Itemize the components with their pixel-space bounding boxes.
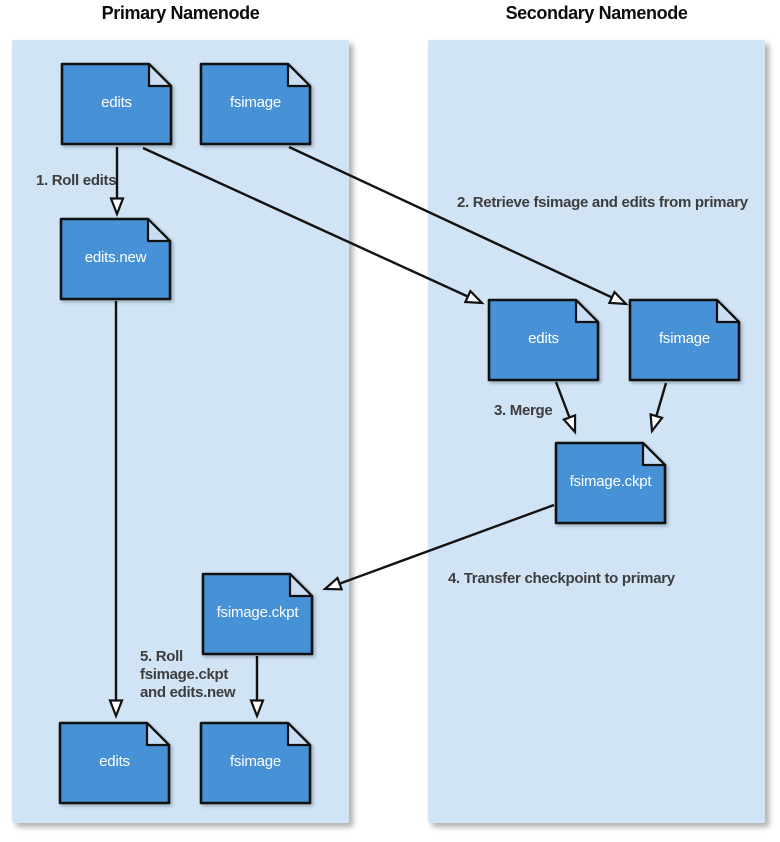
document-secondary-fsimage: fsimage <box>628 298 741 382</box>
document-label: fsimage <box>229 93 282 111</box>
document-primary-fsimage-ckpt: fsimage.ckpt <box>201 572 314 656</box>
document-label: fsimage <box>229 752 282 770</box>
document-icon <box>628 298 741 382</box>
document-icon <box>199 62 312 146</box>
step-label-retrieve: 2. Retrieve fsimage and edits from prima… <box>457 194 748 211</box>
step-label-roll-ckpt: 5. Roll fsimage.ckpt and edits.new <box>140 648 236 701</box>
document-label: edits <box>99 752 130 770</box>
document-secondary-fsimage-ckpt: fsimage.ckpt <box>554 441 667 525</box>
primary-namenode-panel <box>12 40 349 823</box>
secondary-panel-title: Secondary Namenode <box>505 3 688 23</box>
document-primary-fsimage-top: fsimage <box>199 62 312 146</box>
document-primary-edits-new: edits.new <box>59 217 172 301</box>
document-icon <box>59 217 172 301</box>
document-label: edits <box>528 329 559 347</box>
document-icon <box>201 572 314 656</box>
document-label: fsimage.ckpt <box>216 603 299 621</box>
document-label: edits.new <box>84 248 147 266</box>
document-label: edits <box>101 93 132 111</box>
document-primary-edits-bottom: edits <box>58 721 171 805</box>
primary-panel-title: Primary Namenode <box>101 3 260 23</box>
document-icon <box>554 441 667 525</box>
step-label-transfer: 4. Transfer checkpoint to primary <box>448 570 675 587</box>
document-primary-edits-top: edits <box>60 62 173 146</box>
secondary-namenode-panel <box>428 40 765 823</box>
document-icon <box>60 62 173 146</box>
document-icon <box>58 721 171 805</box>
document-label: fsimage <box>658 329 711 347</box>
document-secondary-edits: edits <box>487 298 600 382</box>
document-icon <box>199 721 312 805</box>
step-label-roll-edits: 1. Roll edits <box>36 172 117 189</box>
document-label: fsimage.ckpt <box>569 472 652 490</box>
step-label-merge: 3. Merge <box>494 402 553 419</box>
document-primary-fsimage-bottom: fsimage <box>199 721 312 805</box>
document-icon <box>487 298 600 382</box>
